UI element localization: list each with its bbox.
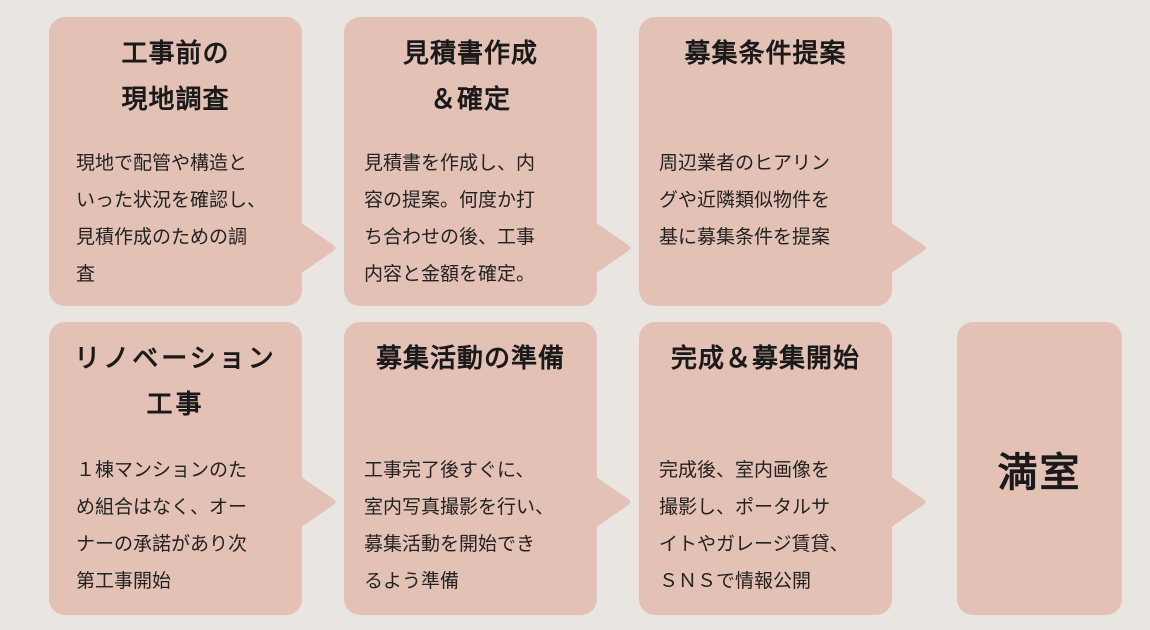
step-description: １棟マンションのた め組合はなく、オー ナーの承諾があり次 第工事開始	[76, 459, 248, 592]
step-title: 募集条件提案	[684, 39, 847, 69]
arrow-right-icon	[300, 476, 336, 528]
step-description: 周辺業者のヒアリン グや近隣類似物件を 基に募集条件を提案	[659, 152, 831, 248]
arrow-right-icon	[890, 222, 926, 274]
step-description: 工事完了後すぐに、 室内写真撮影を行い、 募集活動を開始でき るよう準備	[364, 459, 555, 592]
arrow-right-icon	[595, 476, 631, 528]
step-card-completion: 完成＆募集開始 完成後、室内画像を 撮影し、ポータルサ イトやガレージ賃貸、 Ｓ…	[639, 322, 926, 615]
step-description: 完成後、室内画像を 撮影し、ポータルサ イトやガレージ賃貸、 ＳＮＳで情報公開	[659, 459, 849, 592]
step-description: 現地で配管や構造と いった状況を確認し、 見積作成のための調 査	[76, 152, 267, 285]
final-card-full-occupancy: 満室	[957, 322, 1122, 615]
step-card-recruit-prep: 募集活動の準備 工事完了後すぐに、 室内写真撮影を行い、 募集活動を開始でき る…	[344, 322, 631, 615]
step-title: リノベーション 工事	[74, 344, 277, 420]
step-title: 見積書作成 ＆確定	[402, 39, 538, 115]
step-title: 完成＆募集開始	[670, 344, 860, 374]
arrow-right-icon	[300, 222, 336, 274]
step-title: 工事前の 現地調査	[121, 39, 230, 115]
step-card-recruit-conditions: 募集条件提案 周辺業者のヒアリン グや近隣類似物件を 基に募集条件を提案	[639, 17, 926, 306]
step-description: 見積書を作成し、内 容の提案。何度か打 ち合わせの後、工事 内容と金額を確定。	[364, 152, 536, 285]
step-card-renovation: リノベーション 工事 １棟マンションのた め組合はなく、オー ナーの承諾があり次…	[49, 322, 336, 615]
step-title: 募集活動の準備	[375, 344, 565, 374]
step-card-site-survey: 工事前の 現地調査 現地で配管や構造と いった状況を確認し、 見積作成のための調…	[49, 17, 336, 306]
step-card-estimate: 見積書作成 ＆確定 見積書を作成し、内 容の提案。何度か打 ち合わせの後、工事 …	[344, 17, 631, 306]
arrow-right-icon	[890, 476, 926, 528]
arrow-right-icon	[595, 222, 631, 274]
final-label: 満室	[997, 449, 1082, 496]
